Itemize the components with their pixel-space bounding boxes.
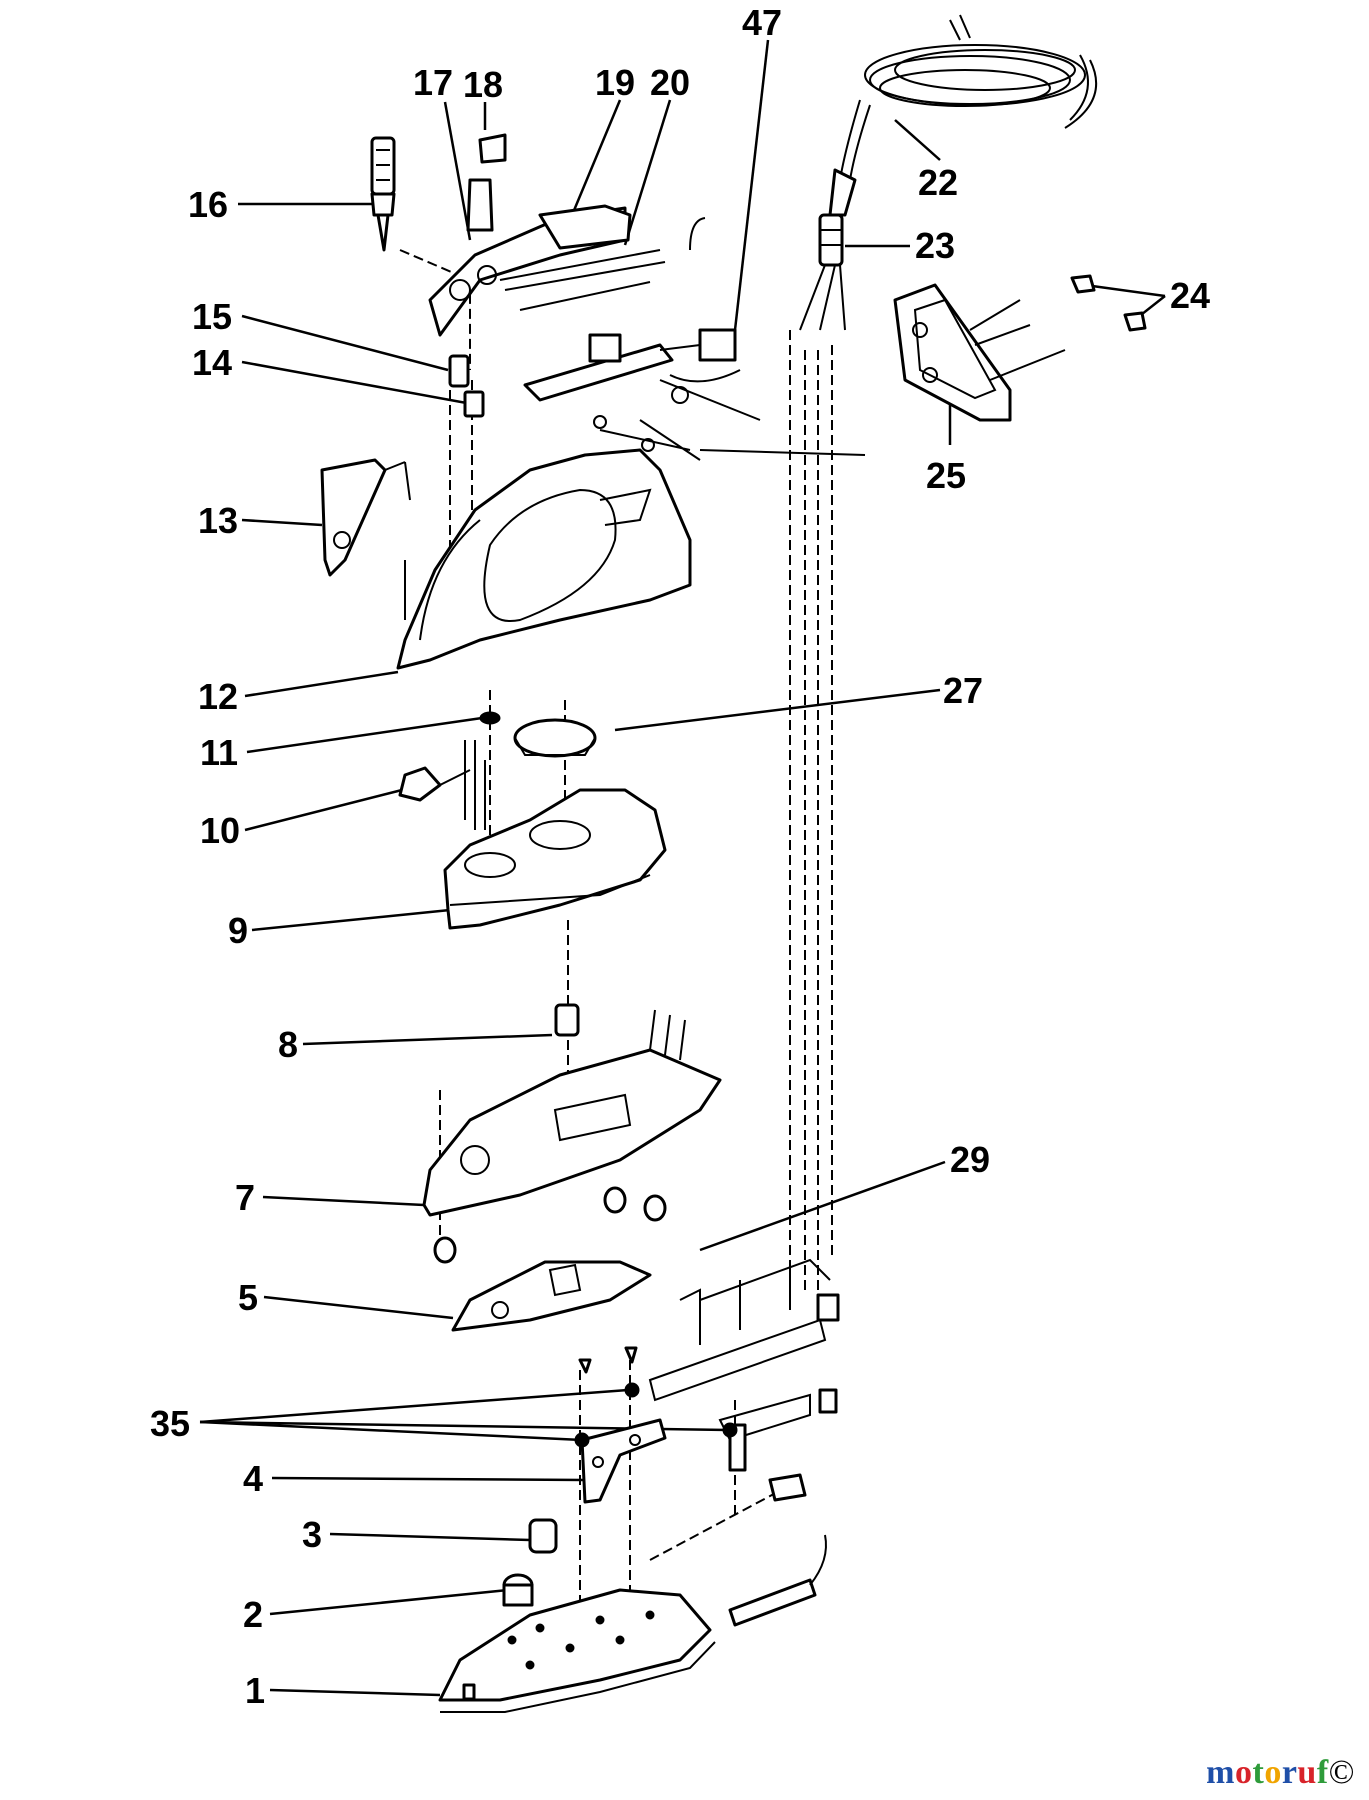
part-label-16: 16 xyxy=(188,184,228,225)
part-label-23: 23 xyxy=(915,225,955,266)
part-handle-bracket xyxy=(580,1418,747,1504)
part-label-20: 20 xyxy=(650,62,690,103)
part-label-9: 9 xyxy=(228,910,248,951)
part-cap-13 xyxy=(320,458,411,577)
part-label-4: 4 xyxy=(243,1458,263,1499)
part-label-24: 24 xyxy=(1170,275,1210,316)
part-label-14: 14 xyxy=(192,342,232,383)
part-15-14 xyxy=(448,354,485,418)
part-label-15: 15 xyxy=(192,296,232,337)
leader-17 xyxy=(443,101,472,241)
watermark-copyright-mark: © xyxy=(1328,1754,1355,1791)
part-label-11: 11 xyxy=(200,732,238,773)
part-heating-element xyxy=(728,1473,827,1627)
leader-2 xyxy=(269,1588,509,1616)
watermark-letter: o xyxy=(1264,1754,1282,1791)
part-soleplate xyxy=(438,1588,716,1713)
part-label-18: 18 xyxy=(463,64,503,105)
leader-24a xyxy=(1084,283,1166,298)
part-label-19: 19 xyxy=(595,62,635,103)
leader-1 xyxy=(269,1688,441,1697)
leader-15 xyxy=(241,314,449,372)
leader-4 xyxy=(271,1476,585,1482)
leader-10 xyxy=(244,788,403,832)
leader-13 xyxy=(241,518,323,527)
part-rear-cover xyxy=(893,283,1066,422)
part-label-35: 35 xyxy=(150,1403,190,1444)
part-bracket-assembly xyxy=(648,1258,840,1442)
part-labels: 1 2 3 4 5 7 8 9 10 11 12 13 14 15 16 17 … xyxy=(150,2,1210,1711)
leader-35b xyxy=(199,1420,583,1442)
motoruf-watermark-logo: motoruf© xyxy=(1206,1754,1355,1792)
watermark-letter: f xyxy=(1316,1754,1329,1791)
part-label-22: 22 xyxy=(918,162,958,203)
leader-8 xyxy=(302,1033,553,1046)
leader-11 xyxy=(246,716,483,754)
part-gasket-plate xyxy=(451,1260,652,1332)
leader-35a xyxy=(199,1388,629,1424)
watermark-letter: m xyxy=(1206,1754,1235,1791)
leader-20 xyxy=(623,99,672,246)
watermark-letter: o xyxy=(1234,1754,1253,1791)
part-label-13: 13 xyxy=(198,500,238,541)
leader-22 xyxy=(894,119,941,161)
leader-47 xyxy=(733,39,770,331)
part-label-7: 7 xyxy=(235,1177,255,1218)
leader-3 xyxy=(329,1532,531,1542)
watermark-letter: u xyxy=(1297,1754,1317,1791)
part-screws-24 xyxy=(1070,274,1147,332)
leader-9 xyxy=(251,908,451,932)
part-label-2: 2 xyxy=(243,1594,263,1635)
part-label-25: 25 xyxy=(926,455,966,496)
part-label-47: 47 xyxy=(742,2,782,43)
part-tank-parts xyxy=(398,711,597,830)
part-iron-body xyxy=(396,415,866,670)
part-screws-35 xyxy=(574,1346,738,1448)
leader-7 xyxy=(262,1195,425,1207)
part-handle-top xyxy=(428,204,706,337)
part-knob-16 xyxy=(370,136,396,252)
part-soleplate-cover xyxy=(422,1003,722,1264)
leader-lines xyxy=(199,39,1166,1697)
watermark-letter: r xyxy=(1281,1754,1298,1791)
part-label-10: 10 xyxy=(200,810,240,851)
part-label-17: 17 xyxy=(413,62,453,103)
part-label-3: 3 xyxy=(302,1514,322,1555)
leader-29 xyxy=(699,1160,946,1252)
part-circuit-board xyxy=(523,328,761,421)
part-label-8: 8 xyxy=(278,1024,298,1065)
part-label-29: 29 xyxy=(950,1139,990,1180)
part-buttons-17-18 xyxy=(466,133,507,232)
watermark-letter: t xyxy=(1252,1754,1265,1791)
part-3-2 xyxy=(502,1518,558,1607)
part-label-1: 1 xyxy=(245,1670,265,1711)
part-power-cord xyxy=(839,14,1098,181)
part-label-12: 12 xyxy=(198,676,238,717)
part-water-tank xyxy=(443,788,667,930)
part-label-27: 27 xyxy=(943,670,983,711)
leader-27 xyxy=(614,688,941,732)
leader-5 xyxy=(263,1295,454,1320)
leader-12 xyxy=(244,670,399,698)
leader-14 xyxy=(241,360,473,406)
part-label-5: 5 xyxy=(238,1277,258,1318)
part-strain-relief xyxy=(799,168,857,331)
